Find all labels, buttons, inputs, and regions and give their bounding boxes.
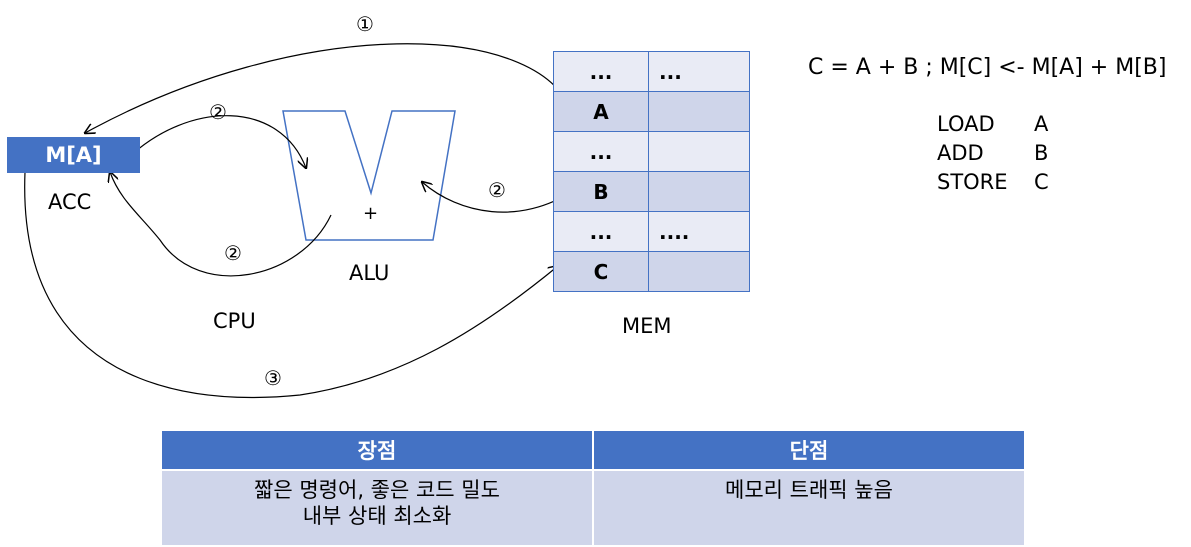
- asm-op: LOAD: [937, 112, 995, 136]
- cons-item: 메모리 트래픽 높음: [725, 478, 893, 502]
- memory-row: A: [553, 91, 750, 132]
- memory-row: ...: [553, 131, 750, 172]
- memory-address: B: [553, 171, 649, 212]
- alu-label: ALU: [349, 261, 390, 285]
- arrow-step3: [24, 171, 558, 399]
- cpu-label: CPU: [213, 309, 256, 333]
- cons-cell: 메모리 트래픽 높음: [592, 469, 1026, 547]
- pros-header: 장점: [160, 429, 594, 471]
- pros-item: 짧은 명령어, 좋은 코드 밀도: [254, 478, 500, 502]
- step2-marker: ②: [488, 178, 506, 202]
- step3-marker: ③: [264, 366, 282, 390]
- step2-marker: ②: [224, 241, 242, 265]
- cons-header: 단점: [592, 429, 1026, 471]
- memory-address: ...: [553, 131, 649, 172]
- memory-address: ...: [553, 211, 649, 252]
- memory-row: C: [553, 251, 750, 292]
- pros-cell: 짧은 명령어, 좋은 코드 밀도 내부 상태 최소화: [160, 469, 594, 547]
- comparison-table: 장점 단점 짧은 명령어, 좋은 코드 밀도 내부 상태 최소화 메모리 트래픽…: [160, 429, 1026, 547]
- alu-operator: +: [363, 203, 379, 224]
- memory-value: [648, 131, 750, 172]
- memory-address: ...: [553, 51, 649, 92]
- asm-op: ADD: [937, 141, 984, 165]
- memory-table: ... ... A ... B ... .... C: [553, 51, 750, 292]
- step2-marker: ②: [209, 100, 227, 124]
- asm-arg: B: [1034, 141, 1049, 165]
- comparison-header-row: 장점 단점: [160, 429, 1026, 471]
- memory-address: C: [553, 251, 649, 292]
- asm-op: STORE: [937, 170, 1008, 194]
- formula-text: C = A + B ; M[C] <- M[A] + M[B]: [808, 55, 1167, 80]
- memory-value: [648, 91, 750, 132]
- acc-label: ACC: [48, 190, 92, 214]
- acc-register: M[A]: [7, 137, 140, 173]
- memory-value: [648, 171, 750, 212]
- memory-value: ....: [648, 211, 750, 252]
- memory-value: ...: [648, 51, 750, 92]
- memory-row: B: [553, 171, 750, 212]
- memory-row: ... ...: [553, 51, 750, 92]
- asm-arg: A: [1034, 112, 1049, 136]
- alu-shape: [282, 110, 456, 241]
- memory-address: A: [553, 91, 649, 132]
- arrow-step2-acc-alu: [127, 115, 306, 168]
- arrow-step2-alu-acc: [110, 172, 332, 277]
- mem-label: MEM: [622, 314, 672, 338]
- memory-value: [648, 251, 750, 292]
- comparison-body-row: 짧은 명령어, 좋은 코드 밀도 내부 상태 최소화 메모리 트래픽 높음: [160, 469, 1026, 547]
- memory-row: ... ....: [553, 211, 750, 252]
- step1-marker: ①: [356, 12, 374, 36]
- arrow-step1: [85, 43, 573, 133]
- asm-arg: C: [1034, 170, 1049, 194]
- pros-item: 내부 상태 최소화: [302, 504, 452, 528]
